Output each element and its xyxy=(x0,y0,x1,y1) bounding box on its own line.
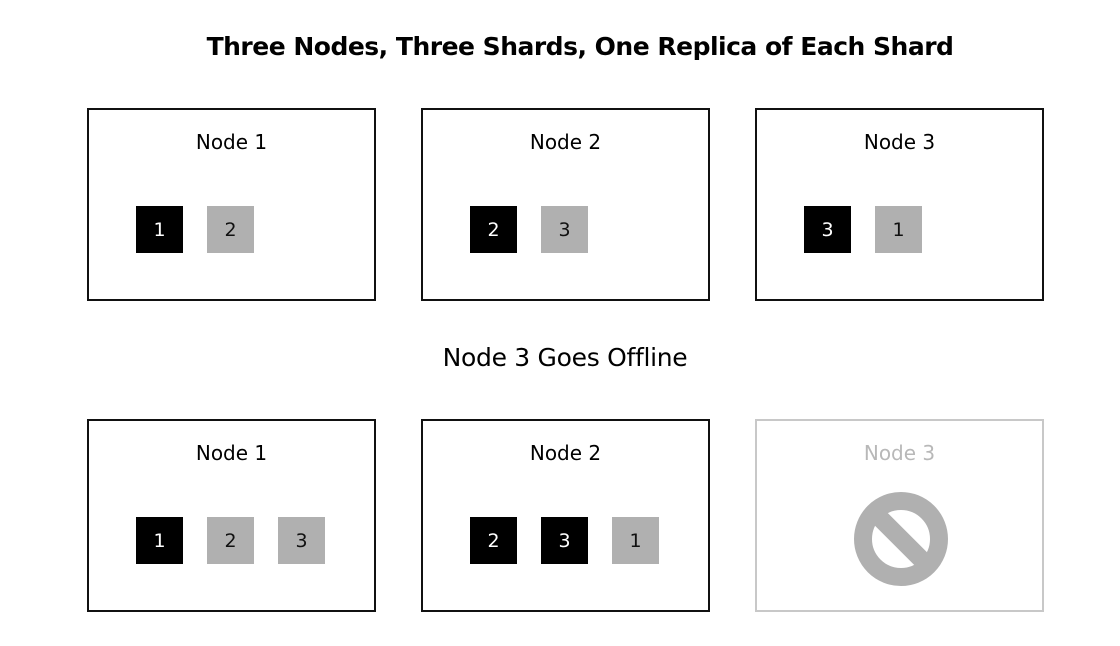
diagram-title: Three Nodes, Three Shards, One Replica o… xyxy=(206,32,954,61)
replica-shard: 2 xyxy=(207,517,254,564)
node-label: Node 3 xyxy=(863,130,936,154)
node-1-before: Node 1 1 2 xyxy=(87,108,376,301)
shard-list: 3 1 xyxy=(804,206,922,253)
node-3-before: Node 3 3 1 xyxy=(755,108,1044,301)
primary-shard: 3 xyxy=(804,206,851,253)
replica-shard: 1 xyxy=(875,206,922,253)
shard-list: 1 2 3 xyxy=(136,517,325,564)
node-label: Node 1 xyxy=(195,130,268,154)
node-2-before: Node 2 2 3 xyxy=(421,108,710,301)
replica-shard: 1 xyxy=(612,517,659,564)
prohibited-icon xyxy=(854,492,948,586)
scenario-label: Node 3 Goes Offline xyxy=(442,343,688,372)
primary-shard: 3 xyxy=(541,517,588,564)
node-label: Node 1 xyxy=(195,441,268,465)
primary-shard: 1 xyxy=(136,206,183,253)
primary-shard: 1 xyxy=(136,517,183,564)
primary-shard: 2 xyxy=(470,206,517,253)
cluster-before: Node 1 1 2 Node 2 2 3 Node 3 3 1 xyxy=(0,108,1120,302)
node-2-after: Node 2 2 3 1 xyxy=(421,419,710,612)
replica-shard: 3 xyxy=(278,517,325,564)
shard-list: 2 3 1 xyxy=(470,517,659,564)
node-label: Node 2 xyxy=(529,441,602,465)
node-label: Node 3 xyxy=(863,441,936,465)
replica-shard: 3 xyxy=(541,206,588,253)
primary-shard: 2 xyxy=(470,517,517,564)
shard-list: 1 2 xyxy=(136,206,254,253)
node-1-after: Node 1 1 2 3 xyxy=(87,419,376,612)
node-label: Node 2 xyxy=(529,130,602,154)
cluster-after: Node 1 1 2 3 Node 2 2 3 1 Node 3 xyxy=(0,419,1120,613)
shard-list: 2 3 xyxy=(470,206,588,253)
replica-shard: 2 xyxy=(207,206,254,253)
node-3-offline: Node 3 xyxy=(755,419,1044,612)
